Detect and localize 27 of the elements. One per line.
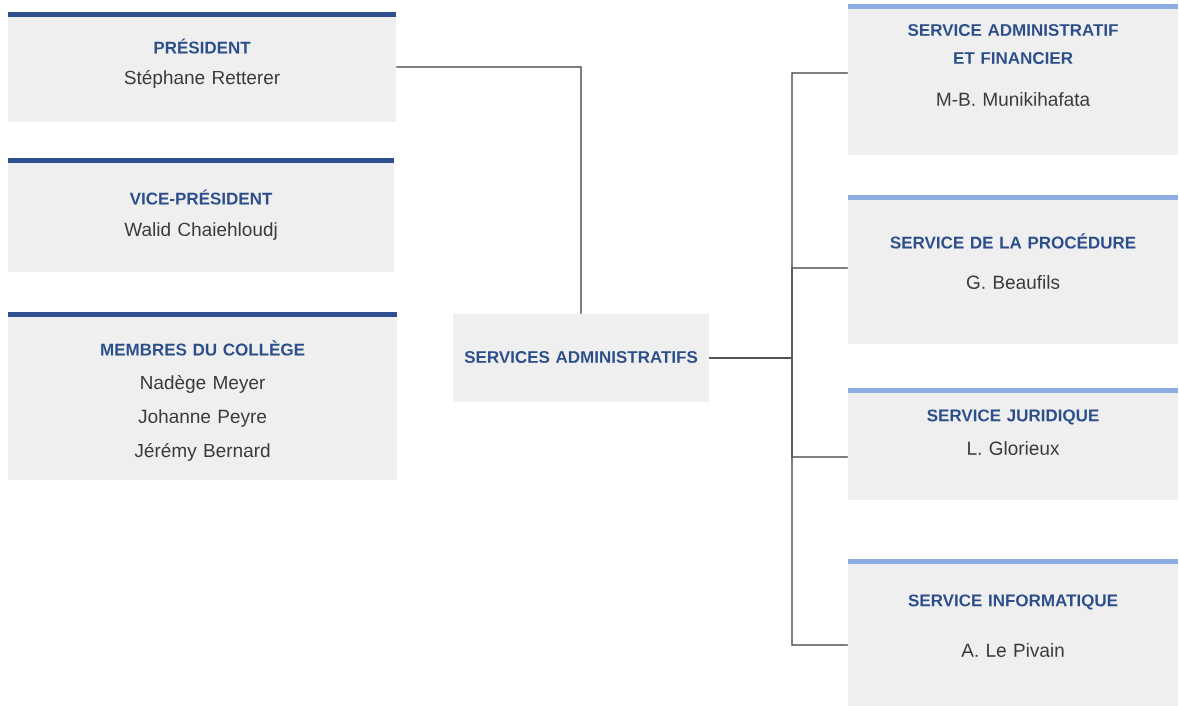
box-heading: SERVICE DE LA PROCÉDURE	[890, 233, 1136, 249]
person-name: Nadège Meyer	[141, 375, 265, 393]
person-name: Walid Chaiehloudj	[124, 222, 277, 240]
box-heading: VICE-PRÉSIDENT	[129, 189, 273, 205]
org-box	[848, 559, 1178, 706]
box-heading: SERVICE INFORMATIQUE	[908, 594, 1118, 610]
box-heading: MEMBRES DU COLLÈGE	[101, 340, 305, 356]
org-box	[453, 314, 709, 402]
box-heading: SERVICE JURIDIQUE	[927, 409, 1099, 425]
person-name: M-B. Munikihafata	[937, 92, 1091, 106]
org-box	[848, 4, 1178, 155]
org-box	[8, 12, 396, 122]
box-heading: SERVICE ADMINISTRATIF ET FINANCIER	[908, 24, 1118, 64]
person-name: Stéphane Retterer	[124, 70, 280, 88]
person-name: G. Beaufils	[966, 275, 1060, 289]
connector-line	[395, 66, 582, 315]
person-name: A. Le Pivain	[961, 643, 1064, 657]
org-box	[848, 388, 1178, 500]
box-heading: PRÉSIDENT	[154, 38, 251, 54]
org-box	[8, 158, 394, 272]
connector-line	[708, 357, 849, 646]
person-name: Jérémy Bernard	[134, 443, 270, 461]
person-name: Johanne Peyre	[138, 409, 267, 427]
person-name: L. Glorieux	[968, 441, 1060, 455]
org-box	[848, 195, 1178, 344]
org-box	[8, 312, 397, 480]
box-heading: SERVICES ADMINISTRATIFS	[464, 351, 698, 363]
